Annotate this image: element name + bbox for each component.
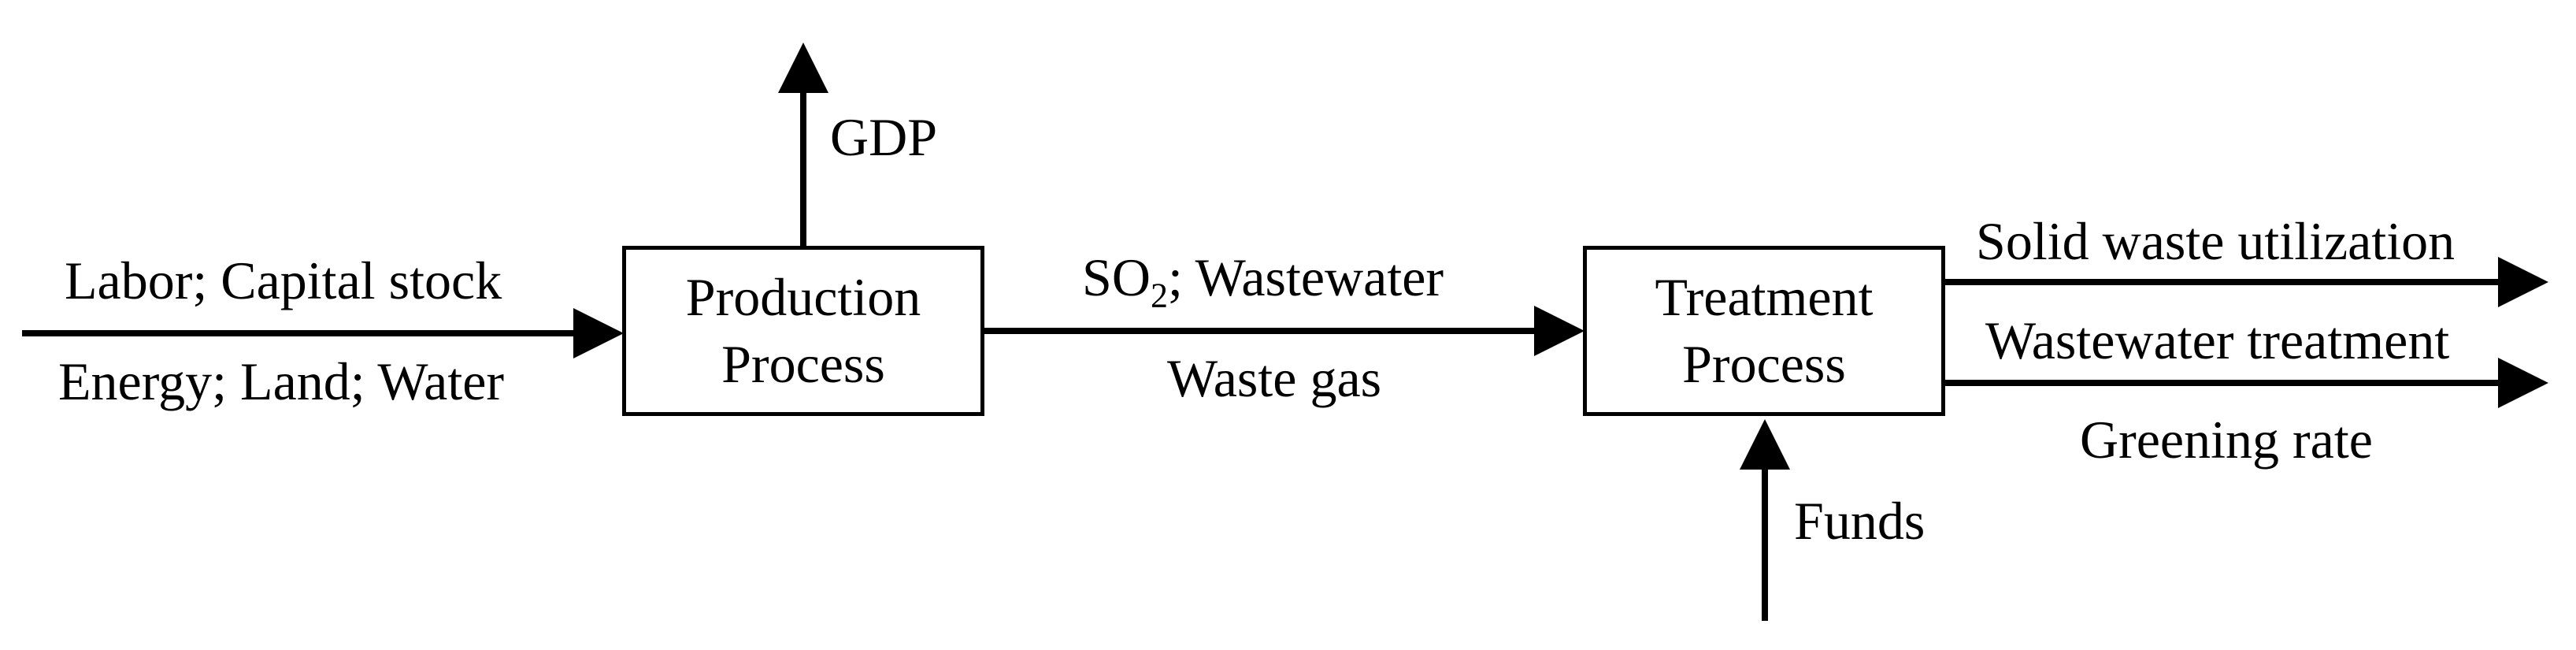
inputs-top-label: Labor; Capital stock	[65, 251, 502, 310]
so2-subscript: 2	[1150, 276, 1168, 315]
so2-text: SO	[1082, 247, 1151, 307]
gdp-label: GDP	[830, 107, 938, 167]
production-process-box: Production Process	[622, 246, 984, 416]
solid-waste-label: Solid waste utilization	[1976, 211, 2456, 271]
treatment-process-box: Treatment Process	[1583, 246, 1945, 416]
waste-gas-label: Waste gas	[1167, 348, 1382, 408]
treatment-line2: Process	[1682, 334, 1846, 394]
treatment-line1: Treatment	[1655, 267, 1874, 327]
production-line2: Process	[721, 334, 885, 394]
inputs-bottom-label: Energy; Land; Water	[58, 351, 505, 411]
wastewater-text: ; Wastewater	[1167, 247, 1444, 307]
greening-rate-label: Greening rate	[2080, 410, 2373, 470]
wastewater-treatment-label: Wastewater treatment	[1985, 310, 2450, 370]
so2-wastewater-label: SO2; Wastewater	[1082, 251, 1444, 313]
production-line1: Production	[685, 267, 921, 327]
funds-label: Funds	[1794, 491, 1926, 551]
